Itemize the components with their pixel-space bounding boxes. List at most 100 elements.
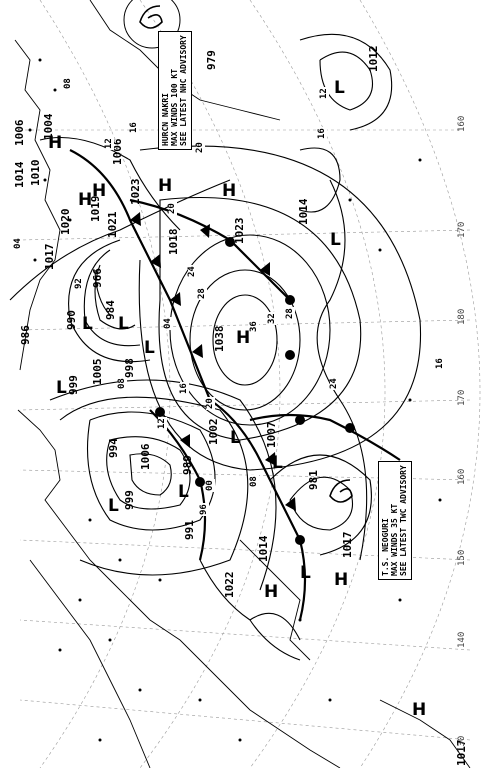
low-center: L (82, 314, 93, 334)
isobar-label: 16 (317, 127, 327, 140)
isobar-label: 20 (167, 202, 177, 215)
pressure-label: 1023 (129, 178, 142, 206)
pressure-label: 1021 (106, 211, 119, 239)
longitude-label: 160 (457, 115, 467, 132)
pressure-label: 989 (181, 455, 194, 475)
longitude-label: 170 (457, 221, 467, 238)
high-center: H (412, 700, 427, 720)
high-center: H (334, 570, 349, 590)
isobar-label: 00 (205, 479, 215, 492)
pressure-label: 979 (205, 50, 218, 70)
pressure-label: 1012 (367, 45, 380, 73)
isobar-label: 12 (157, 417, 167, 430)
pressure-label: 1014 (13, 161, 26, 189)
low-center: L (144, 338, 155, 358)
pressure-label: 998 (123, 358, 136, 378)
neoguri-advisory-line2: MAX WINDS 35 KT (390, 503, 400, 576)
low-center: L (118, 314, 129, 334)
pressure-label: 986 (19, 325, 32, 345)
low-center: L (178, 482, 189, 502)
longitude-label: 140 (457, 631, 467, 648)
high-center: H (78, 190, 93, 210)
isobar-label: 08 (117, 377, 127, 390)
pressure-label: 1007 (265, 421, 278, 449)
pressure-label: 1023 (233, 217, 246, 245)
nakri-advisory-line1: HURCN NAKRI (161, 93, 170, 146)
isobar-label: 28 (285, 307, 295, 320)
isobar-label: 04 (13, 237, 23, 250)
station-plots (28, 58, 442, 742)
graticule (19, 0, 481, 768)
pressure-label: 981 (307, 470, 320, 490)
pressure-label: 1019 (89, 195, 102, 223)
pressure-label: 1004 (42, 113, 55, 141)
isobars (9, 33, 422, 661)
pressure-label: 1017 (43, 243, 56, 271)
longitude-label: 180 (457, 308, 467, 325)
pressure-label: 1002 (207, 418, 220, 446)
isobar-label: 12 (319, 87, 329, 100)
nakri-advisory-line3: SEE LATEST NHC ADVISORY (179, 35, 189, 146)
pressure-label: 1017 (341, 531, 354, 559)
isobar-label: 08 (249, 475, 259, 488)
pressure-label: 1014 (297, 198, 310, 226)
coastline (14, 0, 471, 768)
high-center: H (236, 328, 251, 348)
longitude-label: 160 (457, 468, 467, 485)
isobar-label: 08 (63, 77, 73, 90)
pressure-label: 999 (67, 375, 80, 395)
neoguri-advisory: T.S. NEOGURI MAX WINDS 35 KT SEE LATEST … (378, 461, 412, 580)
longitude-label: 130 (457, 735, 467, 752)
isobar-label: 04 (163, 317, 173, 330)
isobar-label: 16 (129, 121, 139, 134)
low-center: L (300, 563, 311, 583)
pressure-label: 1018 (167, 228, 180, 256)
nakri-advisory: HURCN NAKRI MAX WINDS 100 KT SEE LATEST … (158, 31, 192, 150)
low-center: L (230, 428, 241, 448)
isobar-label: 20 (205, 397, 215, 410)
isobar-label: 20 (195, 141, 205, 154)
low-center: L (56, 378, 67, 398)
storm-symbols (139, 5, 353, 503)
isobar-label: 16 (435, 357, 445, 370)
isobar-label: 16 (179, 382, 189, 395)
pressure-label: 1014 (257, 535, 270, 563)
high-center: H (48, 133, 63, 153)
isobar-label: 28 (197, 287, 207, 300)
isobar-label: 32 (267, 312, 277, 325)
low-center: L (334, 78, 345, 98)
nakri-advisory-line2: MAX WINDS 100 KT (170, 68, 180, 146)
longitude-label: 170 (457, 389, 467, 406)
high-center: H (222, 181, 237, 201)
isobar-label: 24 (329, 377, 339, 390)
pressure-label: 990 (65, 310, 78, 330)
pressure-label: 1005 (91, 358, 104, 386)
low-center: L (272, 453, 283, 473)
neoguri-advisory-line3: SEE LATEST TWC ADVISORY (399, 465, 409, 576)
isobar-label: 96 (199, 503, 209, 516)
isobar-label: 92 (74, 277, 84, 290)
nakri-circle (123, 0, 181, 49)
neoguri-advisory-line1: T.S. NEOGURI (381, 518, 390, 576)
pressure-label: 1020 (59, 208, 72, 236)
pressure-label: 1010 (29, 159, 42, 187)
isobar-label: 24 (187, 265, 197, 278)
pressure-label: 999 (123, 490, 136, 510)
pressure-label: 991 (183, 520, 196, 540)
pressure-label: 984 (104, 300, 117, 320)
high-center: H (92, 181, 107, 201)
pressure-label: 994 (107, 438, 120, 458)
high-center: H (264, 582, 279, 602)
pressure-label: 1006 (139, 443, 152, 471)
low-center: L (330, 230, 341, 250)
front-symbols (130, 212, 355, 545)
longitude-label: 150 (457, 549, 467, 566)
pressure-label: 1022 (223, 571, 236, 599)
isobar-label: 12 (104, 137, 114, 150)
low-center: L (108, 496, 119, 516)
isobar-label: 36 (249, 320, 259, 333)
pressure-label: 966 (91, 268, 104, 288)
pressure-label: 1038 (213, 325, 226, 353)
